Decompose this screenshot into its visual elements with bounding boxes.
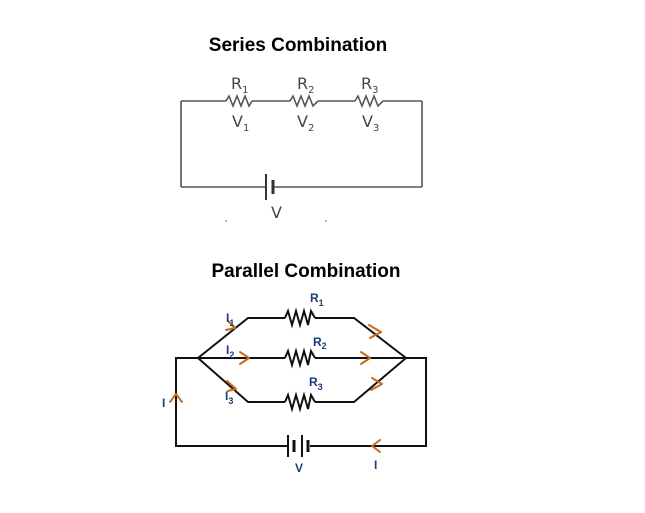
parallel-battery-label: V — [295, 461, 303, 475]
arrow-branch-2-out — [360, 351, 371, 365]
parallel-battery-symbol — [287, 435, 310, 457]
parallel-current-label-2: I2 — [226, 343, 234, 360]
series-resistor-2 — [289, 93, 319, 109]
parallel-main-current-bottom-label: I — [374, 458, 377, 472]
parallel-main-current-left-label: I — [162, 396, 165, 410]
parallel-branch-2 — [198, 347, 406, 369]
parallel-current-label-3: I3 — [225, 389, 233, 406]
parallel-outer-right-wire — [310, 357, 427, 447]
series-battery-symbol — [265, 174, 275, 200]
series-voltage-label-1: V1 — [232, 112, 249, 134]
parallel-resistor-label-2: R2 — [313, 335, 327, 351]
parallel-outer-left-wire — [175, 357, 288, 447]
series-resistor-label-1: R1 — [231, 74, 249, 96]
arrow-branch-1-out — [368, 324, 382, 339]
series-battery-label: V — [271, 203, 282, 222]
arrow-main-bottom — [371, 439, 381, 453]
parallel-resistor-2 — [284, 347, 316, 369]
parallel-resistor-3 — [284, 391, 316, 413]
series-voltage-label-2: V2 — [297, 112, 314, 134]
series-title: Series Combination — [209, 35, 387, 56]
parallel-circuit: Parallel Combination — [162, 261, 427, 475]
parallel-resistor-label-1: R1 — [310, 291, 324, 308]
parallel-title: Parallel Combination — [212, 261, 401, 282]
series-resistor-3 — [354, 93, 384, 109]
series-resistor-label-3: R3 — [361, 74, 379, 96]
arrow-branch-3-out — [370, 377, 383, 391]
arrow-branch-2-in — [239, 351, 250, 365]
series-stray-dot-right — [325, 220, 327, 222]
series-resistor-1 — [225, 93, 253, 109]
series-stray-dot-left — [225, 220, 227, 222]
parallel-resistor-1 — [284, 307, 316, 329]
parallel-branch-3 — [197, 357, 407, 413]
series-circuit: Series Combination R1 R2 R3 — [180, 35, 423, 222]
arrow-branch-1-in — [225, 320, 236, 331]
series-wire-top — [181, 93, 422, 109]
series-resistor-label-2: R2 — [297, 74, 315, 96]
arrow-branch-3-in — [226, 380, 237, 392]
parallel-current-label-1: I1 — [226, 311, 234, 328]
parallel-resistor-label-3: R3 — [309, 375, 323, 392]
arrow-main-left — [169, 393, 183, 403]
series-voltage-label-3: V3 — [362, 112, 379, 134]
parallel-branch-1 — [197, 307, 407, 359]
